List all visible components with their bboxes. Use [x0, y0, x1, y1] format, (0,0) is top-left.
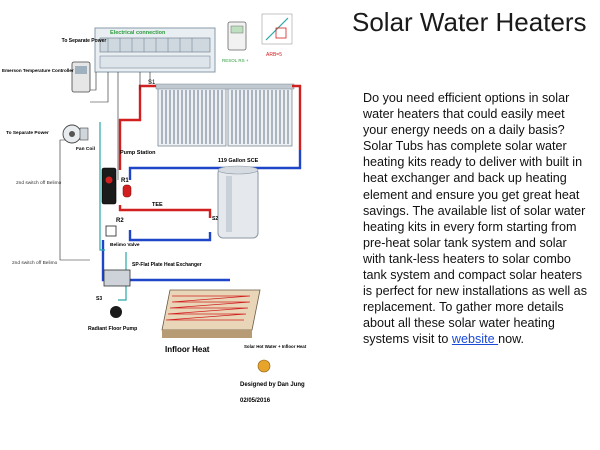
- switch-off-label-1: 2nd switch off Belimo: [16, 180, 62, 186]
- radiant-pump-label: Radiant Floor Pump: [88, 326, 137, 332]
- design-date-label: 02/05/2016: [240, 398, 271, 404]
- page-title: Solar Water Heaters: [352, 7, 587, 37]
- pump-station-label: Pump Station: [120, 150, 156, 156]
- glycol-line: [99, 122, 127, 301]
- body-text-end: now.: [498, 332, 524, 347]
- sensor-s1-label: S1: [148, 80, 156, 86]
- body-text-start: Do you need efficient options in solar w…: [363, 91, 587, 347]
- switch-off-label-2: 2nd switch off Belimo: [12, 260, 58, 266]
- resol-label: RESOL RS +: [222, 58, 249, 63]
- solar-collector-left: [157, 87, 227, 147]
- belimo-valve-icon: [105, 225, 117, 237]
- pump-r1: [105, 176, 113, 184]
- infloor-slab: [161, 289, 261, 338]
- to-separate-power-left: To Separate Power: [6, 130, 49, 136]
- storage-tank: [217, 165, 259, 239]
- fan-coil-icon: [62, 124, 89, 144]
- designed-by-label: Designed by Dan Jung: [240, 382, 305, 388]
- website-link[interactable]: website: [451, 332, 499, 347]
- flat-plate-exchanger-icon: [103, 269, 131, 287]
- solar-collector-right: [227, 87, 293, 147]
- solar-hot-water-label: Solar Hot Water + Infloor Heat: [244, 344, 307, 349]
- body-paragraph: Do you need efficient options in solar w…: [363, 90, 588, 348]
- r1-label: R1: [121, 178, 129, 184]
- solar-heating-diagram: Electrical connection RESOL RS + ARB=5: [2, 13, 307, 404]
- belimo-valve-label: Belimo Valve: [110, 242, 140, 248]
- pump-station-box: [101, 167, 117, 205]
- tee-label: TEE: [152, 202, 163, 208]
- cold-return-pipe: [101, 150, 302, 282]
- infloor-heat-label: Infloor Heat: [165, 345, 210, 354]
- expansion-tank-icon: [122, 184, 132, 198]
- sensor-s3-label: S3: [96, 296, 102, 302]
- solar-logo-icon: [257, 359, 271, 373]
- control-wires: [59, 72, 151, 261]
- arb-label: ARB=5: [266, 52, 282, 58]
- emerson-label: Emerson Temperature Controller: [2, 68, 74, 73]
- electrical-connection-label: Electrical connection: [110, 30, 166, 36]
- controller-terminals: [99, 37, 211, 69]
- r2-label: R2: [116, 218, 124, 224]
- flat-plate-label: SP-Flat Plate Heat Exchanger: [132, 262, 202, 268]
- to-separate-power-top: To Separate Power: [62, 38, 107, 44]
- fan-coil-label: Fan Coil: [76, 146, 95, 152]
- radiant-floor-pump-icon: [110, 306, 122, 318]
- arb-schematic-icon: [261, 13, 293, 45]
- collector-header: [155, 83, 295, 90]
- tank-label: 119 Gallon SCE: [218, 158, 259, 164]
- sensor-s2-label: S2: [212, 216, 218, 222]
- hot-supply-pipe: [118, 84, 302, 218]
